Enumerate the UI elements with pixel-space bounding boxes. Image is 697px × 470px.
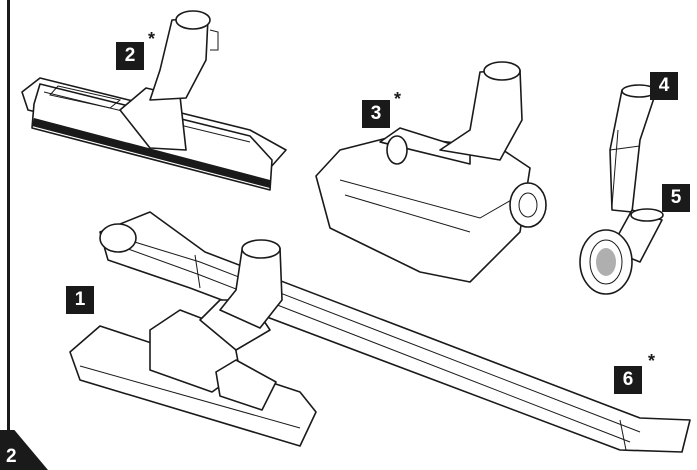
figure-number: 2	[6, 446, 17, 467]
callout-6-asterisk: *	[648, 351, 656, 371]
parquet-brush-drawing	[21, 10, 287, 191]
callout-2: 2	[116, 42, 144, 70]
callout-3-asterisk: *	[394, 89, 402, 109]
turbo-brush-drawing	[315, 61, 547, 283]
crevice-nozzle-drawing	[609, 84, 657, 213]
callout-2-asterisk: *	[148, 29, 156, 49]
callout-3: 3	[362, 100, 390, 128]
dusting-brush-drawing	[579, 208, 664, 295]
callout-5: 5	[662, 184, 690, 212]
callout-6: 6	[614, 366, 642, 394]
callout-1: 1	[66, 286, 94, 314]
left-border-rule	[7, 0, 10, 430]
floor-nozzle-drawing	[69, 239, 317, 447]
callout-4: 4	[650, 72, 678, 100]
